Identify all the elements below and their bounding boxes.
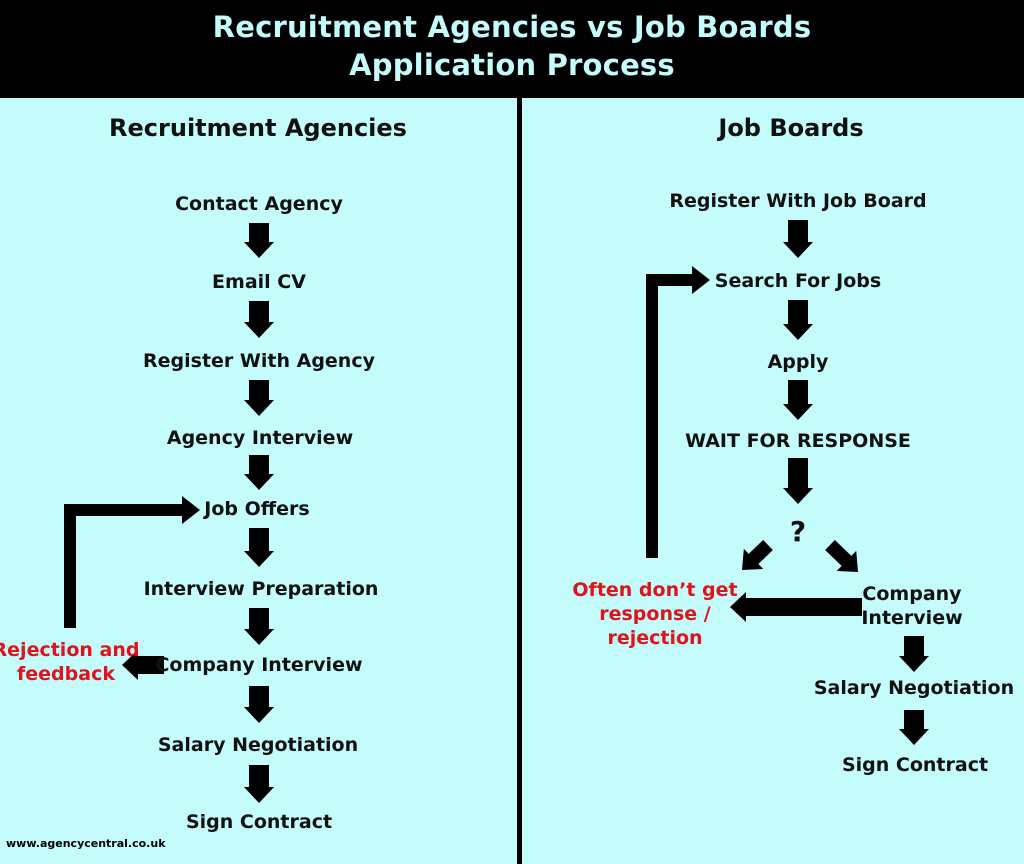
jobboard-down-arrow <box>783 380 813 420</box>
jobboard-step-register: Register With Job Board <box>669 190 927 212</box>
jobboard-loop-arrow <box>646 266 710 558</box>
jobboard-question-mark: ? <box>789 515 807 548</box>
agency-down-arrow <box>244 380 274 416</box>
jobboard-split-right-arrow <box>825 539 858 572</box>
agency-down-arrow <box>244 686 274 723</box>
jobboard-step-search: Search For Jobs <box>714 270 882 292</box>
agency-step-sign-contract: Sign Contract <box>185 811 333 833</box>
source-url: www.agencycentral.co.uk <box>6 837 166 850</box>
agency-step-salary-negotiation: Salary Negotiation <box>157 734 359 756</box>
agency-loop-arrow <box>64 496 200 628</box>
jobboard-down-arrow <box>899 636 929 672</box>
jobboard-down-arrow <box>899 710 929 745</box>
agency-step-email-cv: Email CV <box>212 271 306 293</box>
jobboard-company-interview: Company Interview <box>861 583 963 629</box>
jobboard-down-arrow <box>783 458 813 504</box>
jobboard-down-arrow <box>783 300 813 340</box>
jobboard-split-left-arrow <box>742 539 773 570</box>
column-divider <box>517 98 522 864</box>
agency-step-register: Register With Agency <box>143 350 375 372</box>
agency-down-arrow <box>244 528 274 567</box>
agency-down-arrow <box>244 301 274 338</box>
agency-down-arrow <box>244 455 274 490</box>
jobboard-down-arrow <box>783 220 813 258</box>
page-title: Recruitment Agencies vs Job Boards <box>212 10 812 44</box>
agency-down-arrow <box>244 608 274 645</box>
job-boards-heading: Job Boards <box>718 114 864 142</box>
agencies-heading: Recruitment Agencies <box>109 114 407 142</box>
jobboard-sign-contract: Sign Contract <box>841 754 989 776</box>
jobboard-no-response-arrow <box>730 592 862 622</box>
agency-down-arrow <box>244 765 274 803</box>
agency-rejection-arrow <box>122 650 164 680</box>
jobboard-no-response-label: Often don’t get response / rejection <box>572 579 738 649</box>
agency-step-interview-preparation: Interview Preparation <box>143 578 379 600</box>
jobboard-step-apply: Apply <box>767 351 829 373</box>
agency-step-agency-interview: Agency Interview <box>166 427 354 449</box>
page-subtitle: Application Process <box>349 48 675 82</box>
header-bar: Recruitment Agencies vs Job Boards Appli… <box>0 0 1024 98</box>
agency-rejection-label: Rejection and feedback <box>0 639 140 685</box>
agency-down-arrow <box>244 223 274 258</box>
jobboard-step-wait: WAIT FOR RESPONSE <box>685 430 911 452</box>
jobboard-salary-negotiation: Salary Negotiation <box>813 677 1015 699</box>
agency-step-job-offers: Job Offers <box>204 498 310 520</box>
agency-step-contact-agency: Contact Agency <box>175 193 343 215</box>
agency-step-company-interview: Company Interview <box>155 654 363 676</box>
